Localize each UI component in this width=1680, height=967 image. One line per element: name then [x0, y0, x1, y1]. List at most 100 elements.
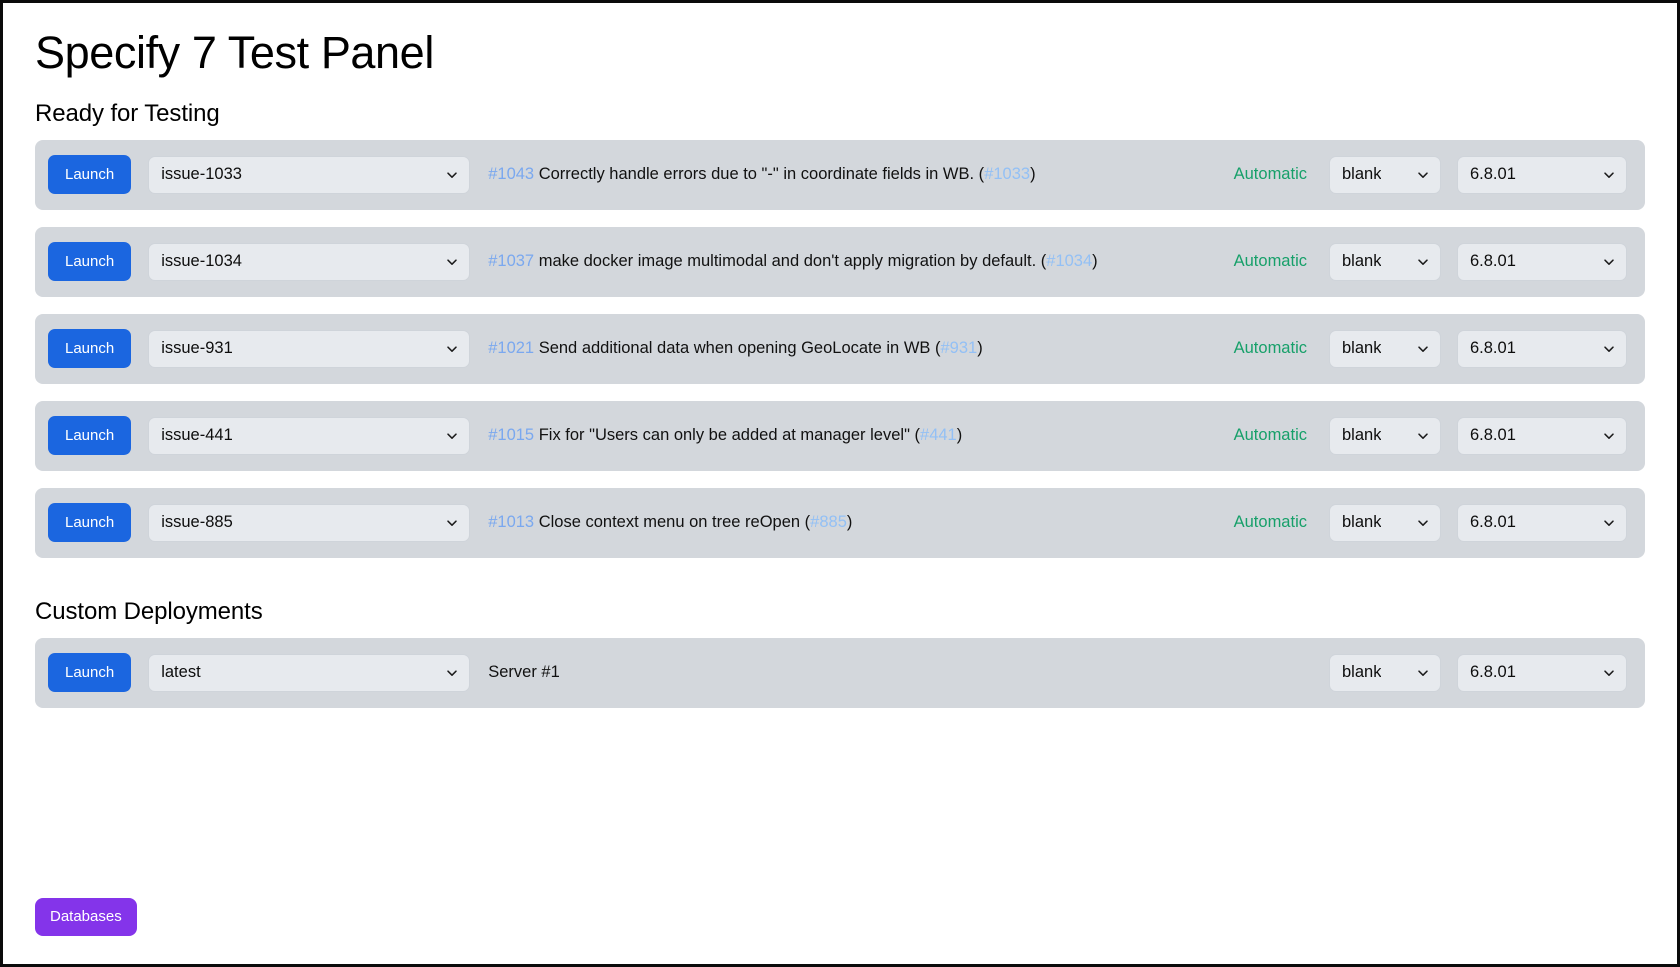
database-select[interactable]: blank	[1329, 653, 1441, 692]
chevron-down-icon	[1603, 667, 1615, 679]
deployment-row: Launch issue-441 #1015 Fix for "Users can …	[35, 400, 1645, 471]
chevron-down-icon	[1417, 169, 1429, 181]
issue-title-text: Fix for "Users can only be added at mana…	[534, 426, 921, 445]
database-select[interactable]: blank	[1329, 242, 1441, 281]
issue-number-link[interactable]: #1043	[488, 165, 535, 184]
chevron-down-icon	[1417, 343, 1429, 355]
chevron-down-icon	[1603, 169, 1615, 181]
branch-select[interactable]: issue-441	[148, 416, 471, 455]
issue-ref-link[interactable]: #441	[920, 426, 957, 445]
deployment-row: Launch issue-1034 #1037 make docker image …	[35, 226, 1645, 297]
database-select-value: blank	[1342, 252, 1382, 271]
section-heading-ready: Ready for Testing	[35, 99, 220, 127]
launch-button[interactable]: Launch	[48, 416, 132, 456]
database-select[interactable]: blank	[1329, 155, 1441, 194]
issue-description: #1013 Close context menu on tree reOpen …	[488, 513, 1233, 532]
branch-select[interactable]: issue-931	[148, 329, 471, 368]
database-select-value: blank	[1342, 426, 1382, 445]
branch-select-value: issue-441	[161, 426, 233, 445]
databases-button[interactable]: Databases	[35, 898, 137, 936]
database-select[interactable]: blank	[1329, 329, 1441, 368]
issue-number-link[interactable]: #1021	[488, 339, 535, 358]
issue-number-link[interactable]: #1015	[488, 426, 535, 445]
branch-select[interactable]: issue-1033	[148, 155, 471, 194]
version-select[interactable]: 6.8.01	[1457, 653, 1627, 692]
branch-select[interactable]: issue-885	[148, 503, 471, 542]
deployment-row: Launch latest Server #1 blank 6.8.01	[35, 637, 1645, 708]
issue-ref-link[interactable]: #1034	[1046, 252, 1093, 271]
chevron-down-icon	[446, 667, 458, 679]
deployment-mode-label: Automatic	[1233, 339, 1307, 358]
branch-select[interactable]: issue-1034	[148, 242, 471, 281]
issue-number-link[interactable]: #1037	[488, 252, 535, 271]
version-select-value: 6.8.01	[1470, 165, 1516, 184]
issue-title-text: Send additional data when opening GeoLoc…	[534, 339, 941, 358]
chevron-down-icon	[1417, 517, 1429, 529]
launch-button[interactable]: Launch	[48, 155, 132, 195]
issue-description: #1015 Fix for "Users can only be added a…	[488, 426, 1233, 445]
issue-suffix-text: )	[977, 339, 983, 358]
version-select-value: 6.8.01	[1470, 513, 1516, 532]
launch-button[interactable]: Launch	[48, 653, 132, 693]
database-select[interactable]: blank	[1329, 416, 1441, 455]
launch-button[interactable]: Launch	[48, 242, 132, 282]
issue-title-text: Server #1	[488, 663, 560, 682]
branch-select[interactable]: latest	[148, 653, 471, 692]
issue-suffix-text: )	[956, 426, 963, 445]
chevron-down-icon	[446, 343, 458, 355]
chevron-down-icon	[1603, 517, 1615, 529]
branch-select-value: issue-1034	[161, 252, 242, 271]
branch-select-value: issue-885	[161, 513, 233, 532]
page-title: Specify 7 Test Panel	[35, 27, 434, 78]
issue-suffix-text: )	[1092, 252, 1098, 271]
version-select[interactable]: 6.8.01	[1457, 503, 1627, 542]
chevron-down-icon	[446, 517, 458, 529]
version-select[interactable]: 6.8.01	[1457, 242, 1627, 281]
chevron-down-icon	[1417, 256, 1429, 268]
issue-ref-link[interactable]: #1033	[984, 165, 1031, 184]
version-select-value: 6.8.01	[1470, 663, 1516, 682]
database-select[interactable]: blank	[1329, 503, 1441, 542]
chevron-down-icon	[446, 256, 458, 268]
issue-description: #1037 make docker image multimodal and d…	[488, 252, 1233, 271]
issue-description: Server #1	[488, 663, 1307, 682]
deployment-row: Launch issue-885 #1013 Close context menu …	[35, 487, 1645, 558]
chevron-down-icon	[1603, 430, 1615, 442]
version-select-value: 6.8.01	[1470, 339, 1516, 358]
chevron-down-icon	[446, 430, 458, 442]
branch-select-value: issue-931	[161, 339, 233, 358]
issue-title-text: Correctly handle errors due to "-" in co…	[534, 165, 985, 184]
ready-for-testing-list: Launch issue-1033 #1043 Correctly handle e…	[35, 139, 1645, 558]
version-select[interactable]: 6.8.01	[1457, 329, 1627, 368]
launch-button[interactable]: Launch	[48, 503, 132, 543]
launch-button[interactable]: Launch	[48, 329, 132, 369]
version-select[interactable]: 6.8.01	[1457, 416, 1627, 455]
issue-ref-link[interactable]: #885	[810, 513, 847, 532]
database-select-value: blank	[1342, 339, 1382, 358]
version-select-value: 6.8.01	[1470, 426, 1516, 445]
branch-select-value: issue-1033	[161, 165, 242, 184]
issue-description: #1021 Send additional data when opening …	[488, 339, 1233, 358]
issue-number-link[interactable]: #1013	[488, 513, 535, 532]
issue-description: #1043 Correctly handle errors due to "-"…	[488, 165, 1233, 184]
version-select[interactable]: 6.8.01	[1457, 155, 1627, 194]
custom-deployments-list: Launch latest Server #1 blank 6.8.01	[35, 637, 1645, 708]
database-select-value: blank	[1342, 663, 1382, 682]
deployment-row: Launch issue-1033 #1043 Correctly handle e…	[35, 139, 1645, 210]
chevron-down-icon	[446, 169, 458, 181]
chevron-down-icon	[1417, 430, 1429, 442]
chevron-down-icon	[1603, 343, 1615, 355]
chevron-down-icon	[1417, 667, 1429, 679]
deployment-mode-label: Automatic	[1233, 426, 1307, 445]
chevron-down-icon	[1603, 256, 1615, 268]
issue-ref-link[interactable]: #931	[940, 339, 978, 358]
version-select-value: 6.8.01	[1470, 252, 1516, 271]
deployment-mode-label: Automatic	[1233, 165, 1307, 184]
database-select-value: blank	[1342, 165, 1382, 184]
deployment-row: Launch issue-931 #1021 Send additional dat…	[35, 313, 1645, 384]
section-heading-custom: Custom Deployments	[35, 597, 263, 625]
issue-title-text: Close context menu on tree reOpen (	[534, 513, 811, 532]
test-panel-page: Specify 7 Test Panel Ready for Testing L…	[3, 3, 1677, 964]
issue-suffix-text: )	[846, 513, 853, 532]
branch-select-value: latest	[161, 663, 201, 682]
